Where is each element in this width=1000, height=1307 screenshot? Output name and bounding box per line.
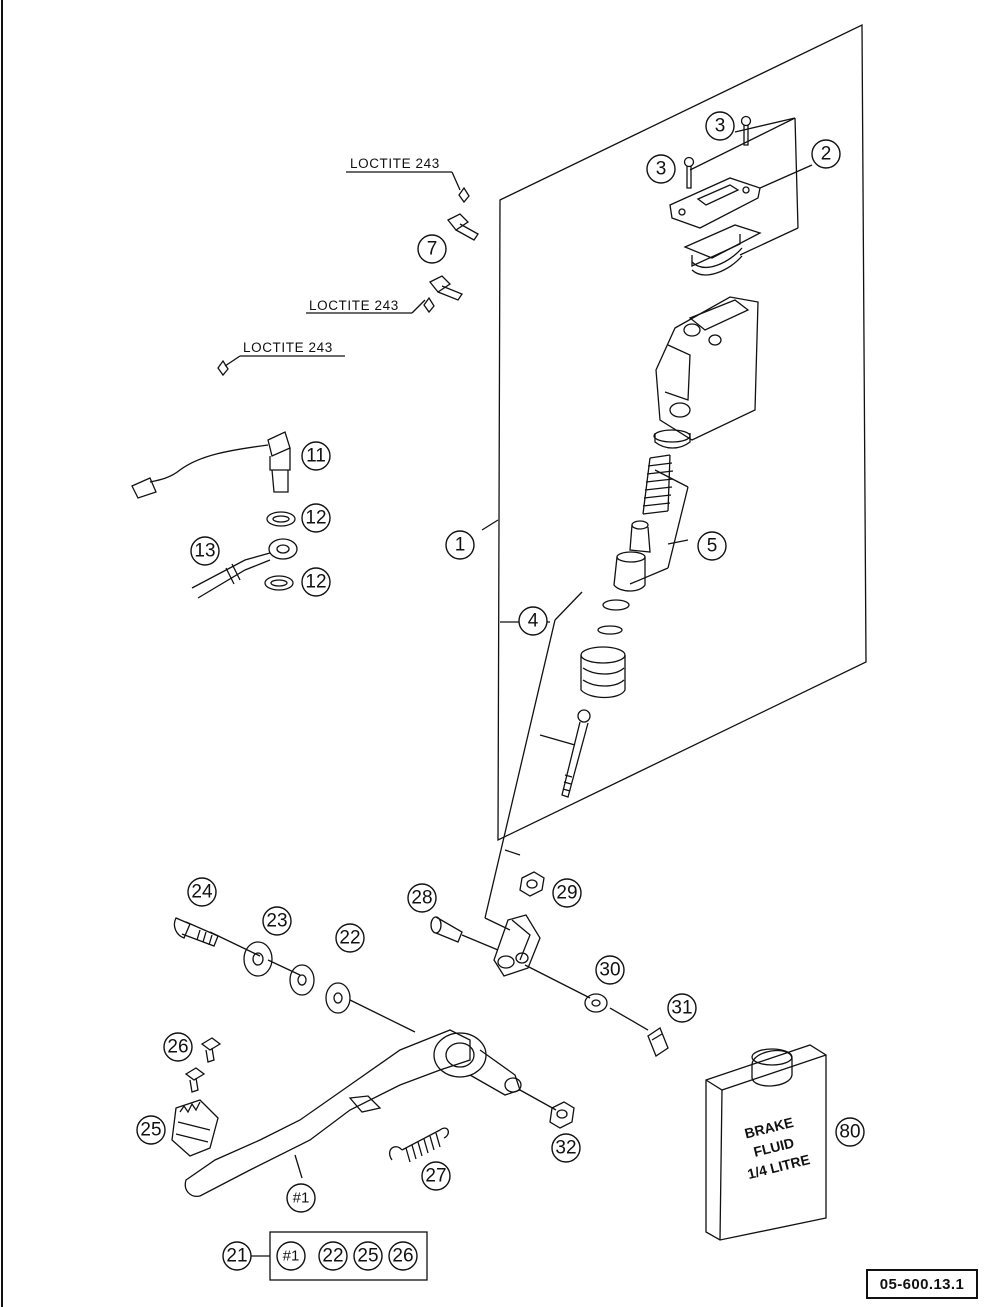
- callout-32: 32: [555, 1138, 576, 1159]
- kit-item: 22: [322, 1246, 343, 1267]
- diagram-reference-number: 05-600.13.1: [866, 1269, 978, 1299]
- callout-80: 80: [839, 1122, 860, 1143]
- bushing-part-22-a: [289, 964, 315, 996]
- piston-spring: [642, 454, 674, 515]
- clip-part-31: [647, 1027, 669, 1057]
- washer-part-23: [243, 941, 273, 977]
- brake-fluid-container-part-80: [705, 1044, 827, 1241]
- bushing-part-22-b: [325, 982, 351, 1014]
- reservoir-cover-part-2: [669, 177, 761, 229]
- container-label: BRAKE FLUID 1/4 LITRE: [743, 1114, 812, 1182]
- loctite-drop-icon: [458, 186, 470, 204]
- kit-item: 25: [357, 1246, 378, 1267]
- callout-3: 3: [715, 116, 726, 137]
- seal-kit-part-4: [580, 599, 630, 699]
- callout-13: 13: [194, 541, 215, 562]
- washer-part-12-upper: [266, 511, 296, 527]
- brake-light-switch-part-11: [131, 431, 291, 499]
- loctite-note: LOCTITE 243: [309, 298, 399, 313]
- push-rod: [561, 709, 591, 798]
- pin-part-28: [430, 916, 463, 943]
- kit-item: 26: [392, 1246, 413, 1267]
- bolt-part-7-lower: [428, 275, 463, 301]
- bolt-part-7-upper: [446, 213, 479, 241]
- callout-23: 23: [266, 911, 287, 932]
- pedal-tip-part-25: [171, 1099, 219, 1157]
- callout-pedal: #1: [293, 1190, 310, 1207]
- washer-part-12-lower: [264, 575, 294, 591]
- callout-29: 29: [556, 883, 577, 904]
- callout-4: 4: [528, 611, 539, 632]
- screw-part-3-upper: [740, 115, 752, 146]
- callout-28: 28: [411, 888, 432, 909]
- kit-item: #1: [283, 1248, 300, 1265]
- callout-25: 25: [140, 1120, 161, 1141]
- washer-part-30: [584, 993, 608, 1013]
- callout-21: 21: [226, 1246, 247, 1267]
- piston-part-5: [613, 520, 651, 592]
- callout-12: 12: [305, 508, 326, 529]
- callout-11: 11: [306, 446, 326, 467]
- loctite-note: LOCTITE 243: [243, 340, 333, 355]
- callout-22: 22: [339, 928, 360, 949]
- screw-part-3-lower: [683, 156, 695, 189]
- callout-12: 12: [305, 572, 326, 593]
- callout-2: 2: [821, 144, 832, 165]
- callout-24: 24: [191, 882, 213, 903]
- loctite-drop-icon: [217, 359, 229, 377]
- callout-31: 31: [671, 998, 692, 1019]
- brake-pedal-part-1: [184, 1029, 522, 1197]
- screw-part-26-lower: [184, 1067, 206, 1093]
- loctite-drop-icon: [423, 296, 435, 314]
- return-spring-part-27: [388, 1127, 449, 1163]
- diaphragm: [683, 224, 762, 276]
- callout-7: 7: [427, 239, 438, 260]
- master-cylinder-body: [653, 296, 759, 449]
- callout-30: 30: [599, 960, 620, 981]
- loctite-note: LOCTITE 243: [350, 156, 440, 171]
- callout-3: 3: [656, 159, 667, 180]
- brake-line-part-13: [191, 538, 298, 599]
- callout-5: 5: [707, 536, 718, 557]
- screw-part-26-upper: [200, 1037, 222, 1063]
- callout-26: 26: [167, 1037, 188, 1058]
- callout-1: 1: [455, 535, 466, 556]
- cylinder-assembly-outline: [497, 23, 867, 842]
- clevis: [493, 914, 541, 977]
- nut-part-29: [519, 871, 545, 897]
- callout-27: 27: [425, 1166, 446, 1187]
- nut-part-32: [549, 1101, 575, 1129]
- bolt-part-24: [173, 917, 219, 947]
